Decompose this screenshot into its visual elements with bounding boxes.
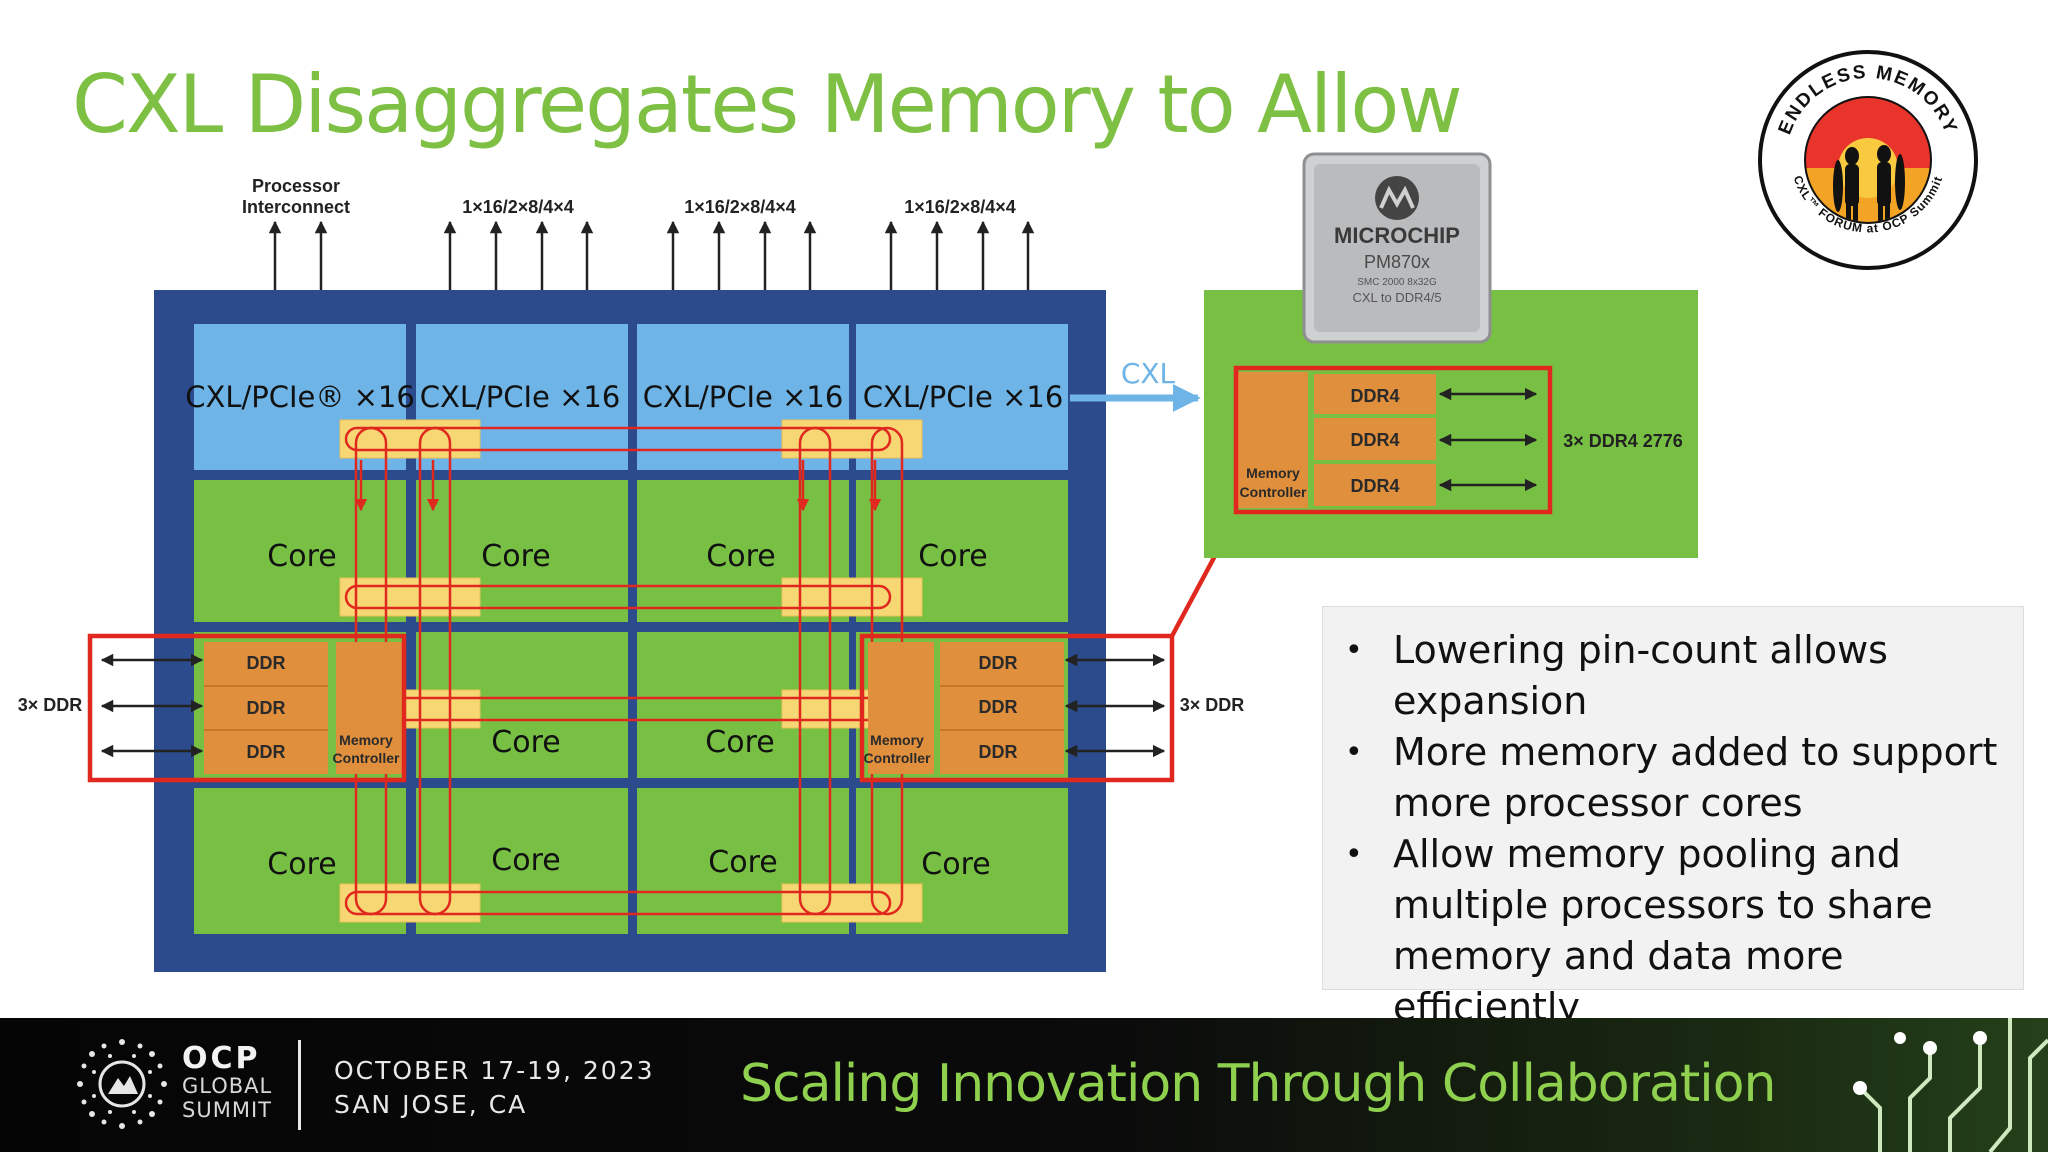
footer-divider xyxy=(298,1040,301,1130)
footer-tagline: Scaling Innovation Through Collaboration xyxy=(740,1054,1776,1114)
list-item: •More memory added to support more proce… xyxy=(1323,727,2023,829)
core-label: Core xyxy=(491,843,560,878)
three-ddr-label-right: 3× DDR xyxy=(1180,695,1245,715)
event-dates: OCTOBER 17-19, 2023 xyxy=(334,1056,655,1085)
core-label: Core xyxy=(481,539,550,574)
list-item: •Allow memory pooling and multiple proce… xyxy=(1323,829,2023,1033)
core-label: Core xyxy=(267,539,336,574)
three-ddr4-label: 3× DDR4 2776 xyxy=(1563,431,1683,451)
ocp-wordmark: OCP GLOBAL SUMMIT xyxy=(182,1041,273,1123)
chip-model: PM870x xyxy=(1364,252,1430,272)
ddr-label: DDR xyxy=(979,653,1018,673)
core-label: Core xyxy=(267,847,336,882)
bullet-icon: • xyxy=(1345,837,1363,872)
bullet-icon: • xyxy=(1345,633,1363,668)
cxl-port-blocks xyxy=(194,324,1068,470)
ddr4-label: DDR4 xyxy=(1350,386,1399,406)
benefits-list: •Lowering pin-count allows expansion •Mo… xyxy=(1323,607,2023,1033)
core-label: Core xyxy=(706,539,775,574)
ddr-label: DDR xyxy=(247,742,286,762)
lane-label-2: 1×16/2×8/4×4 xyxy=(684,197,796,217)
core-label: Core xyxy=(705,725,774,760)
ddr4-label: DDR4 xyxy=(1350,476,1399,496)
cxl-port-label-2: CXL/PCIe ×16 xyxy=(420,380,621,414)
ring-direction-arrows xyxy=(354,460,882,512)
microchip-pm870x-chip: MICROCHIP PM870x SMC 2000 8x32G CXL to D… xyxy=(1302,152,1492,344)
endless-memory-badge: ENDLESS MEMORY CXL™ FORUM at OCP Summit xyxy=(1758,50,1978,270)
cxl-port-label-3: CXL/PCIe ×16 xyxy=(643,380,844,414)
core-label: Core xyxy=(918,539,987,574)
chip-line-1: SMC 2000 8x32G xyxy=(1357,277,1437,288)
chip-line-2: CXL to DDR4/5 xyxy=(1352,290,1441,305)
slide-title: CXL Disaggregates Memory to Allow xyxy=(72,58,1463,151)
ddr-label: DDR xyxy=(979,697,1018,717)
benefits-panel: •Lowering pin-count allows expansion •Mo… xyxy=(1322,606,2024,1029)
ddr-label: DDR xyxy=(247,653,286,673)
lane-label-1: 1×16/2×8/4×4 xyxy=(462,197,574,217)
chip-brand: MICROCHIP xyxy=(1334,223,1460,248)
event-info: OCTOBER 17-19, 2023 SAN JOSE, CA xyxy=(334,1054,655,1122)
ddr-label: DDR xyxy=(979,742,1018,762)
mesh-stops xyxy=(339,419,923,923)
ddr-channel-arrows-right xyxy=(1064,653,1166,758)
ocp-global: GLOBAL xyxy=(182,1074,273,1098)
ddr-channel-arrows-left xyxy=(100,653,204,758)
expander-highlight-box xyxy=(1233,365,1553,515)
expander-memory-controller xyxy=(1236,372,1436,508)
interconnect-arrows xyxy=(268,220,1035,322)
ddr-label: DDR xyxy=(247,698,286,718)
ddr4-label: DDR4 xyxy=(1350,430,1399,450)
lane-label-3: 1×16/2×8/4×4 xyxy=(904,197,1016,217)
core-label: Core xyxy=(708,845,777,880)
core-label: Core xyxy=(921,847,990,882)
microchip-logo-icon xyxy=(1375,176,1419,220)
circuit-decoration-icon xyxy=(1853,1018,2048,1152)
event-location: SAN JOSE, CA xyxy=(334,1090,528,1119)
ddr4-channel-arrows xyxy=(1438,387,1538,492)
core-label: Core xyxy=(491,725,560,760)
memory-controller-left xyxy=(204,642,402,774)
footer-banner: OCP GLOBAL SUMMIT OCTOBER 17-19, 2023 SA… xyxy=(0,1018,2048,1152)
cxl-port-label-4: CXL/PCIe ×16 xyxy=(863,380,1064,414)
ocp-summit: SUMMIT xyxy=(182,1098,272,1122)
memory-highlight-boxes xyxy=(87,633,1175,783)
list-item: •Lowering pin-count allows expansion xyxy=(1323,625,2023,727)
cxl-port-label-1: CXL/PCIe® ×16 xyxy=(185,380,415,414)
memory-controller-right xyxy=(868,642,1064,774)
ocp-globe-icon xyxy=(77,1039,167,1129)
ocp-brand: OCP xyxy=(182,1041,261,1076)
bullet-icon: • xyxy=(1345,735,1363,770)
cxl-link-label: CXL xyxy=(1121,357,1176,390)
three-ddr-label-left: 3× DDR xyxy=(18,695,83,715)
